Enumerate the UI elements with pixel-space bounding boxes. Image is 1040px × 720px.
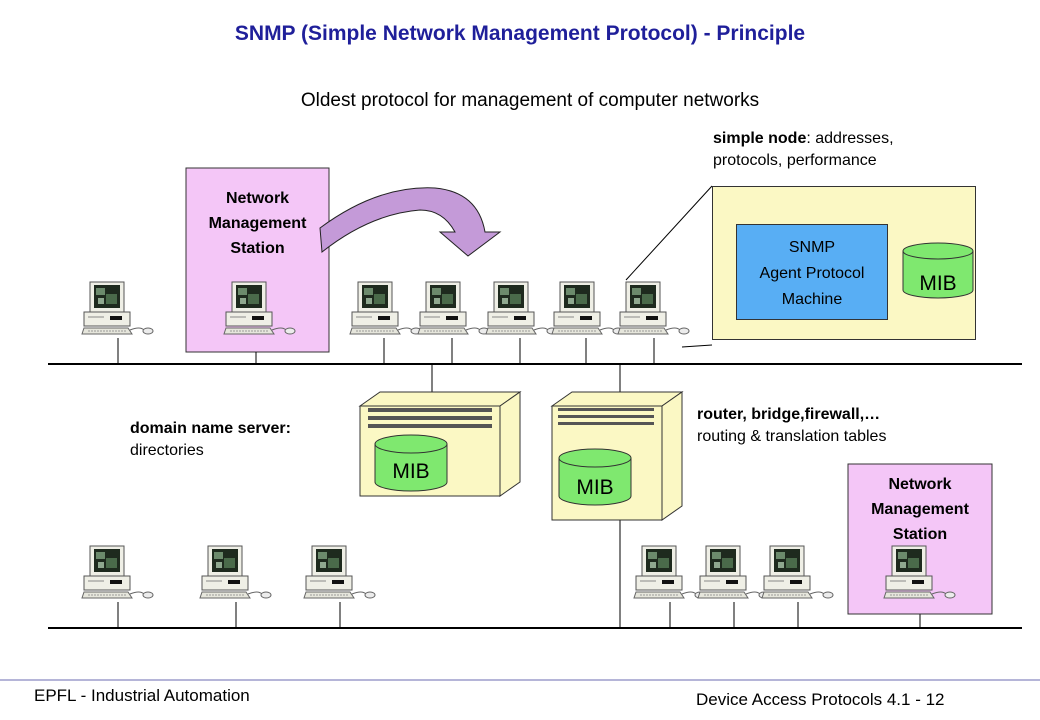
- pc-icon: [551, 281, 624, 335]
- svg-text:MIB: MIB: [392, 460, 429, 483]
- pc-icon: [81, 545, 154, 599]
- pc-icon: [349, 281, 422, 335]
- nms-bottom-label: Network Management Station: [871, 476, 969, 543]
- mib-cylinder-router: MIB: [558, 448, 632, 506]
- pc-icon: [199, 545, 272, 599]
- management-arrow: [319, 187, 502, 257]
- footer-left: EPFL - Industrial Automation: [34, 686, 250, 705]
- mib-cylinder-agent: MIB: [902, 242, 974, 299]
- subtitle: Oldest protocol for management of comput…: [300, 90, 760, 111]
- pc-icon: [633, 545, 706, 599]
- pc-icon: [761, 545, 834, 599]
- mib-cylinder-dns: MIB: [374, 434, 448, 492]
- pc-icon: [81, 281, 154, 335]
- pc-icon: [485, 281, 558, 335]
- pc-icon: [617, 281, 690, 335]
- page-title: SNMP (Simple Network Management Protocol…: [234, 22, 806, 45]
- dns-label: domain name server: directories: [130, 420, 291, 459]
- footer-right: Device Access Protocols 4.1 - 12: [696, 690, 945, 709]
- simple-node-label: simple node: addresses, protocols, perfo…: [713, 130, 894, 169]
- nms-top-label: Network Management Station: [208, 190, 307, 257]
- pc-icon: [417, 281, 490, 335]
- snmp-agent-box: SNMP Agent Protocol Machine: [736, 224, 888, 320]
- router-label: router, bridge,firewall,… routing & tran…: [697, 406, 887, 445]
- svg-text:MIB: MIB: [919, 272, 956, 295]
- svg-text:MIB: MIB: [576, 476, 613, 499]
- pc-icon: [697, 545, 770, 599]
- pc-icon: [303, 545, 376, 599]
